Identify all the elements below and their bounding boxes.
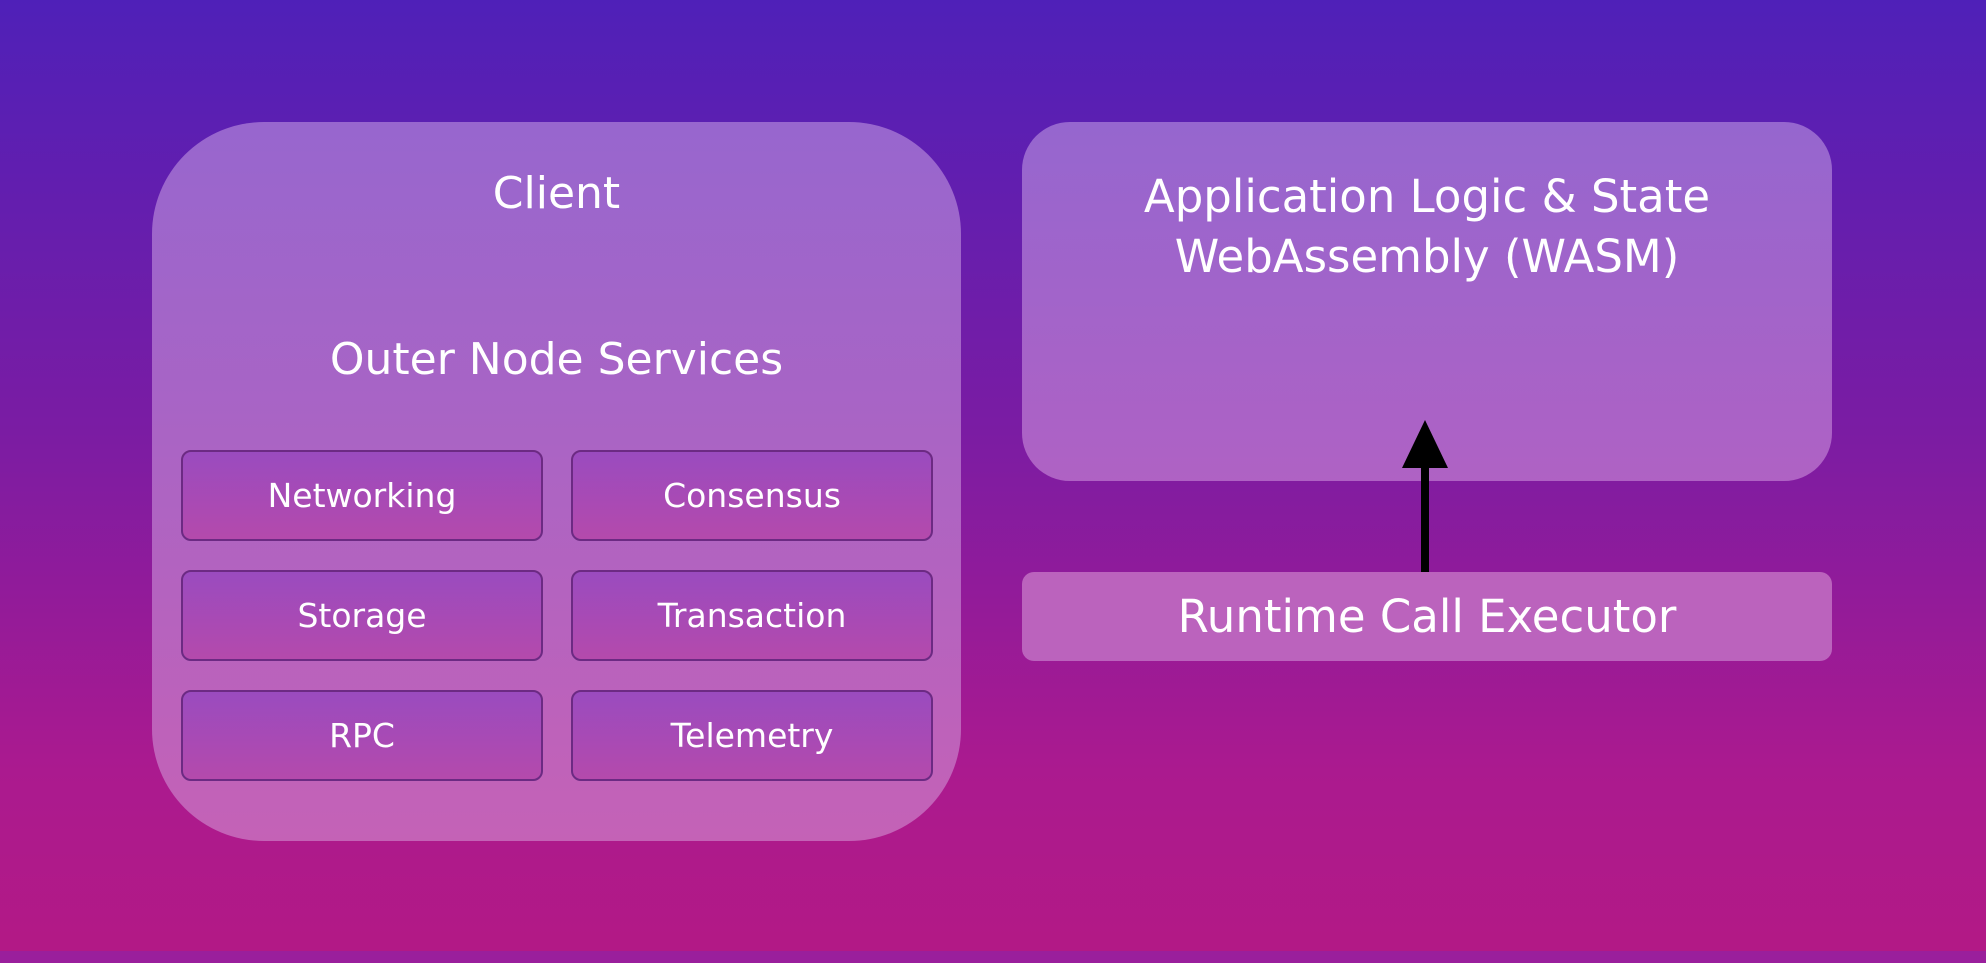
up-arrow-icon <box>1402 420 1448 574</box>
service-transaction: Transaction <box>571 570 933 661</box>
application-logic-title: Application Logic & State <box>1143 170 1711 223</box>
client-container: Client Outer Node Services Networking Co… <box>152 122 961 841</box>
service-telemetry: Telemetry <box>571 690 933 781</box>
application-logic-box: Application Logic & State WebAssembly (W… <box>1022 122 1832 481</box>
client-title: Client <box>492 168 621 219</box>
service-storage: Storage <box>181 570 543 661</box>
outer-node-services-title: Outer Node Services <box>329 334 784 385</box>
bottom-strip <box>0 951 1986 963</box>
service-consensus: Consensus <box>571 450 933 541</box>
runtime-call-executor: Runtime Call Executor <box>1022 572 1832 661</box>
service-rpc: RPC <box>181 690 543 781</box>
wasm-title: WebAssembly (WASM) <box>1174 230 1680 283</box>
service-networking: Networking <box>181 450 543 541</box>
